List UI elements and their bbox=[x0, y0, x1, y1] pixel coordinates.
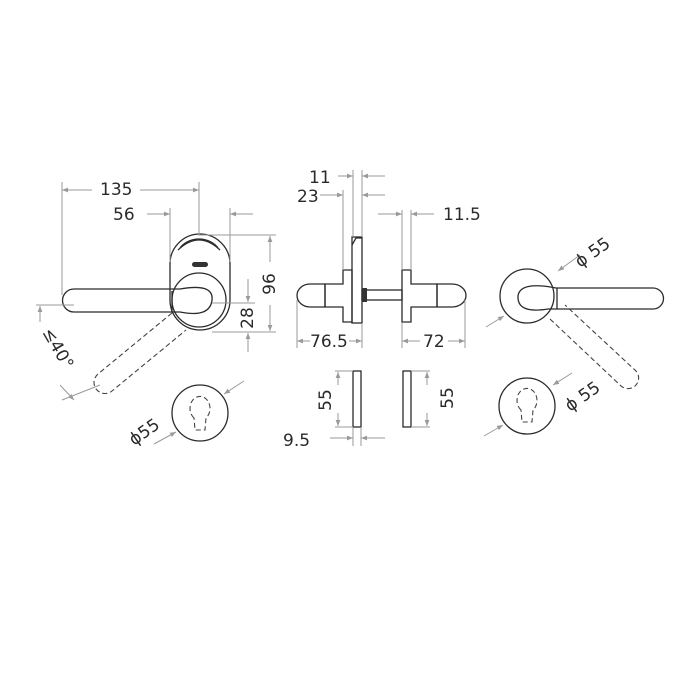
brand-badge bbox=[192, 262, 208, 267]
dim-inner-plate: 11 bbox=[309, 168, 331, 188]
dim-keyhole-rose-diameter: ϕ55 bbox=[125, 415, 163, 450]
dim-rose-thickness: 9.5 bbox=[283, 431, 310, 451]
right-lever-rotated-position bbox=[549, 304, 640, 390]
dim-rotation-angle: ≤40° bbox=[38, 325, 78, 373]
lever-handle bbox=[61, 286, 213, 315]
dim-lever-width: 28 bbox=[238, 307, 258, 329]
dim-escutcheon-height: 96 bbox=[260, 273, 280, 295]
right-view: ϕ 55 ϕ 55 bbox=[483, 234, 665, 437]
dim-outer-projection: 72 bbox=[423, 332, 445, 352]
dim-rose-offset: 56 bbox=[113, 205, 135, 225]
dim-inner-projection: 76.5 bbox=[310, 332, 348, 352]
inner-lever-side bbox=[324, 269, 353, 323]
dim-overall-length: 135 bbox=[100, 180, 132, 200]
outer-rose-section bbox=[402, 370, 412, 428]
lever-rose bbox=[171, 272, 227, 328]
inner-rose-section bbox=[352, 370, 362, 428]
keyhole-profile bbox=[189, 395, 211, 431]
right-keyhole-rose bbox=[498, 377, 556, 435]
outer-knob-end bbox=[437, 283, 467, 308]
right-keyhole-profile bbox=[516, 387, 538, 423]
dim-right-lever-rose-diameter: ϕ 55 bbox=[571, 234, 614, 272]
side-view: 11 23 11.5 76.5 72 55 bbox=[283, 168, 481, 451]
dim-outer-rose-height: 55 bbox=[438, 387, 458, 409]
right-lever-handle bbox=[517, 285, 665, 311]
keyhole-rose bbox=[171, 384, 229, 442]
escutcheon-slot bbox=[179, 238, 219, 249]
inner-knob-end bbox=[296, 283, 325, 308]
escutcheon-plate bbox=[169, 233, 231, 331]
right-lever-rose bbox=[499, 268, 555, 324]
dim-outer-plate: 11.5 bbox=[443, 205, 481, 225]
dim-inner-rose-height: 55 bbox=[316, 389, 336, 411]
front-view: 135 56 96 28 ≤40° ϕ55 bbox=[36, 180, 280, 450]
outer-lever-side bbox=[401, 269, 438, 323]
dim-right-keyhole-rose-diameter: ϕ 55 bbox=[561, 378, 604, 416]
dim-inner-total: 23 bbox=[297, 187, 319, 207]
lever-rotated-position bbox=[93, 312, 187, 395]
